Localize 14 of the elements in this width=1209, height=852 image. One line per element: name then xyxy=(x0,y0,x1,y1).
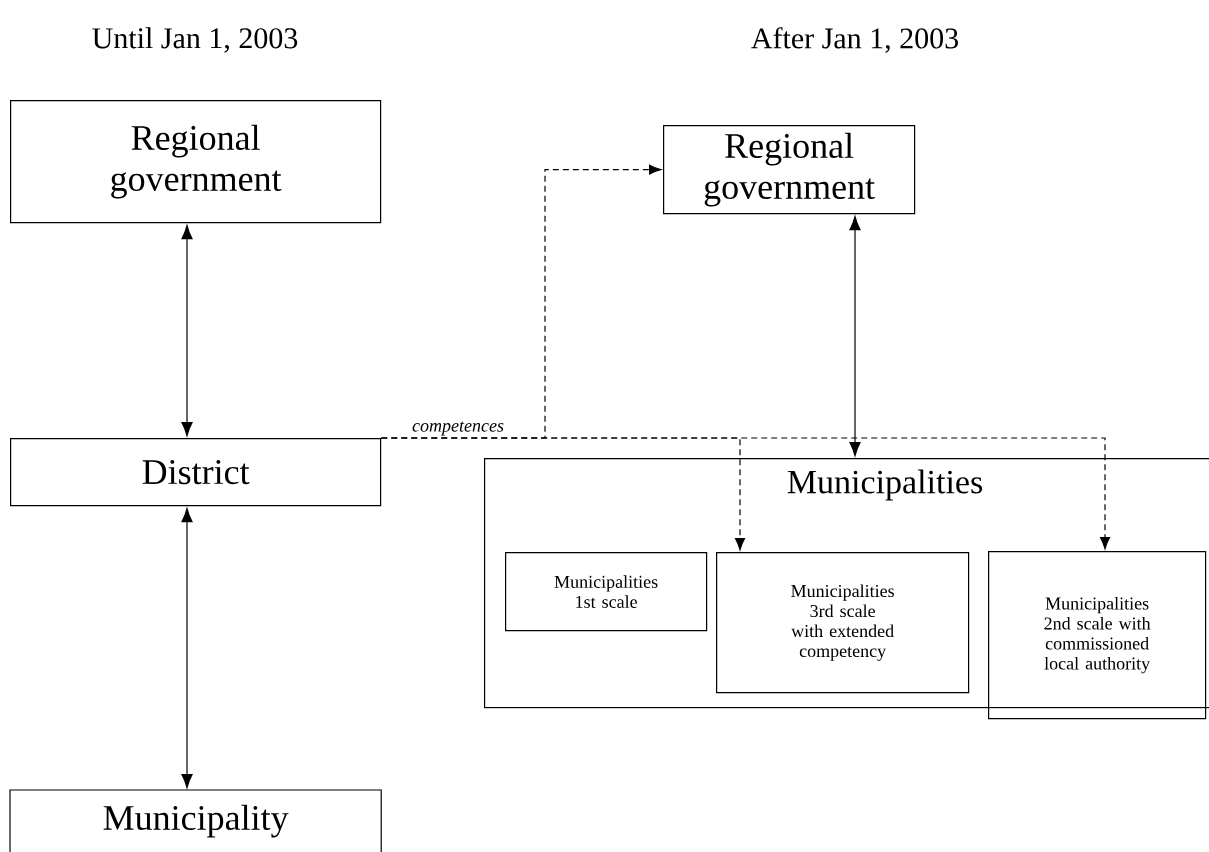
connector-arrow xyxy=(181,508,193,789)
municipality-box: Municipality xyxy=(9,789,382,852)
municipality-box: Municipalities 1st scale xyxy=(505,552,708,632)
government-box: Regional government xyxy=(663,125,916,215)
government-box: Regional government xyxy=(10,100,382,224)
connector-arrow xyxy=(380,437,1111,550)
column-heading: After Jan 1, 2003 xyxy=(751,27,958,53)
connector-arrow xyxy=(849,216,861,457)
municipality-box: Municipalities 3rd scale with extended competency xyxy=(716,552,970,694)
district-box: District xyxy=(10,438,382,507)
edge-label: competences xyxy=(411,420,505,437)
connector-arrow xyxy=(181,225,193,437)
municipality-box: Municipalities 2nd scale with commissioned local authority xyxy=(988,551,1207,720)
column-heading: Until Jan 1, 2003 xyxy=(92,27,298,53)
